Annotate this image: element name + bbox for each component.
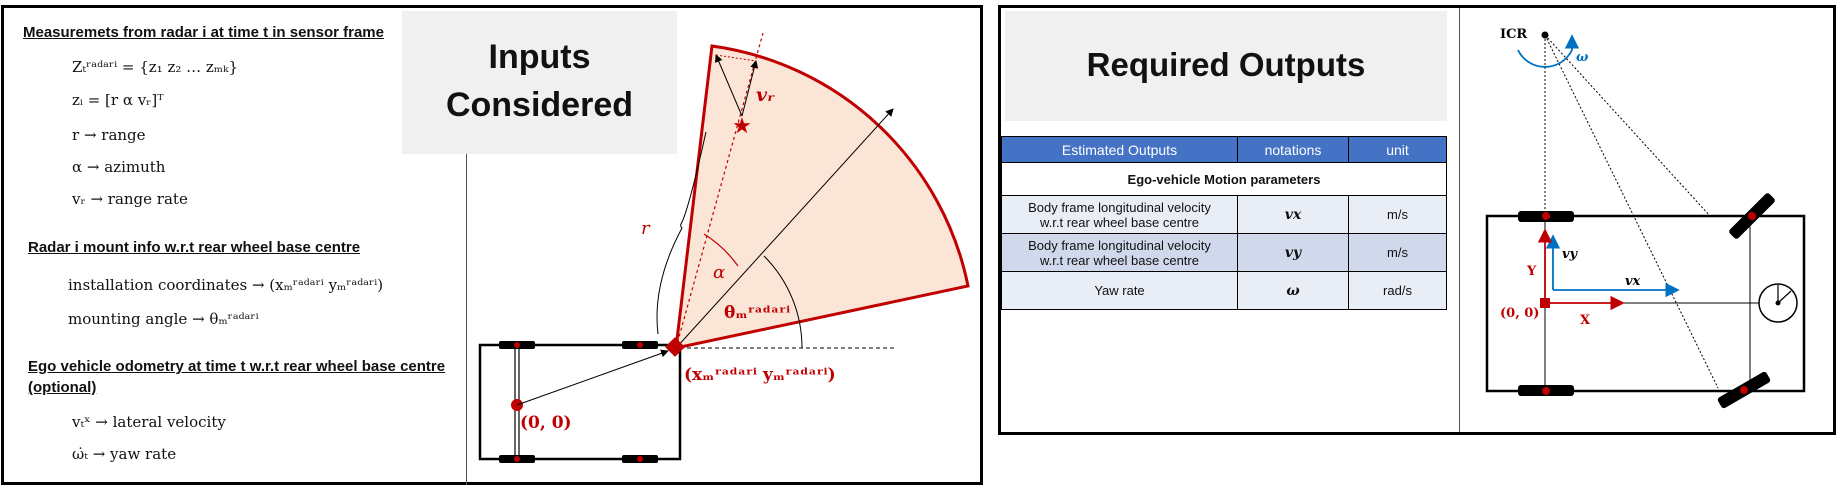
target-velocity-vector (715, 54, 743, 117)
y-axis-label: Y (1526, 264, 1537, 279)
mount-info-header: Radar i mount info w.r.t rear wheel base… (28, 239, 361, 256)
output-notation: vx (1237, 195, 1349, 234)
inputs-title-box: Inputs Considered (402, 11, 677, 154)
alpha-arc (703, 233, 739, 267)
output-description: Body frame longitudinal velocity w.r.t r… (1001, 233, 1238, 272)
output-unit: m/s (1348, 195, 1447, 234)
table-row: Yaw rate ω rad/s (1001, 271, 1447, 310)
output-description: Yaw rate (1001, 271, 1238, 310)
wheel-rear-bottom (499, 455, 535, 463)
wheel-front-bottom (1717, 371, 1771, 409)
wheel-rear-bottom (1518, 385, 1574, 396)
inputs-title-line1: Inputs (488, 38, 591, 76)
boresight-arrow (675, 108, 894, 349)
vehicle-body (478, 343, 682, 461)
range-brace (656, 131, 707, 335)
radial-velocity-vector (741, 60, 759, 117)
origin-label: (0, 0) (520, 413, 572, 433)
output-description-line2: w.r.t rear wheel base centre (1040, 252, 1199, 268)
radar-coord-label: (xₘʳᵃᵈᵃʳⁱ yₘʳᵃᵈᵃʳⁱ) (684, 365, 836, 385)
icr-label: ICR (1500, 27, 1527, 42)
omega-arc (1517, 34, 1580, 68)
z-set-formula: Zₜʳᵃᵈᵃʳⁱ = {z₁ z₂ … zₘₖ} (72, 58, 239, 76)
kinematics-diagram: ICR ω vy vx Y X (0, 0) (1485, 27, 1806, 409)
outputs-divider (1459, 8, 1460, 432)
target-star: ★ (732, 114, 752, 139)
origin-label: (0, 0) (1500, 306, 1539, 321)
inputs-panel: Measuremets from radar i at time t in se… (1, 5, 983, 485)
velocity-projection (715, 54, 757, 62)
lateral-velocity-definition: vₜˣ → lateral velocity (72, 413, 226, 431)
x-axis-label: X (1580, 313, 1591, 328)
wheel-front-top (622, 341, 658, 349)
output-description-line1: Body frame longitudinal velocity (1028, 199, 1211, 215)
measurements-header: Measuremets from radar i at time t in se… (23, 24, 384, 41)
alpha-label: α (713, 262, 725, 283)
table-header-row: Estimated Outputs notations unit (1001, 136, 1447, 163)
range-rate-label: vᵣ (756, 84, 775, 106)
origin-marker (1540, 298, 1550, 308)
range-label: r (641, 218, 651, 239)
header-estimated-outputs: Estimated Outputs (1001, 136, 1238, 163)
theta-label: θₘʳᵃᵈᵃʳⁱ (724, 303, 790, 323)
group-label: Ego-vehicle Motion parameters (1001, 162, 1447, 196)
range-rate-definition: vᵣ → range rate (72, 190, 188, 208)
wheel-front-bottom (622, 455, 658, 463)
detection-ray (675, 32, 764, 349)
table-row: Body frame longitudinal velocity w.r.t r… (1001, 195, 1447, 234)
odometry-header: Ego vehicle odometry at time t w.r.t rea… (28, 358, 446, 375)
odometry-optional: (optional) (28, 379, 97, 396)
radar-geometry-diagram: ★ (0, 0) (xₘʳᵃᵈᵃʳⁱ yₘʳᵃᵈᵃʳⁱ) r α vᵣ θₘʳᵃ… (478, 32, 970, 463)
output-unit: rad/s (1348, 271, 1447, 310)
table-row: Body frame longitudinal velocity w.r.t r… (1001, 233, 1447, 272)
group-row: Ego-vehicle Motion parameters (1001, 162, 1447, 196)
output-notation: ω (1237, 271, 1349, 310)
header-unit: unit (1348, 136, 1447, 163)
mount-position-vector (516, 349, 669, 406)
range-definition: r → range (72, 126, 146, 144)
outputs-title: Required Outputs (1086, 46, 1366, 83)
outputs-panel: Required Outputs Estimated Outputs notat… (998, 5, 1836, 435)
outputs-title-box: Required Outputs (1005, 11, 1447, 121)
section-divider (466, 153, 467, 485)
vy-label: vy (1562, 247, 1579, 262)
output-description-line1: Body frame longitudinal velocity (1028, 237, 1211, 253)
omega-label: ω (1576, 50, 1589, 65)
output-unit: m/s (1348, 233, 1447, 272)
output-description-line2: w.r.t rear wheel base centre (1040, 214, 1199, 230)
inputs-title-line2: Considered (445, 86, 634, 124)
wheel-rear-top (499, 341, 535, 349)
output-description-line1: Yaw rate (1094, 283, 1145, 298)
theta-arc (763, 255, 803, 349)
wheel-rear-top (1518, 211, 1574, 222)
vehicle-body (1485, 214, 1806, 393)
vx-label: vx (1625, 274, 1641, 289)
yaw-rate-definition: ω̇ₜ → yaw rate (72, 445, 177, 463)
azimuth-definition: α → azimuth (72, 158, 166, 176)
radar-sensor-marker (665, 337, 685, 357)
installation-coordinates: installation coordinates → (xₘʳᵃᵈᵃʳⁱ yₘʳ… (68, 276, 384, 294)
outputs-table: Estimated Outputs notations unit Ego-veh… (1001, 136, 1447, 310)
header-notations: notations (1237, 136, 1349, 163)
z-i-formula: zᵢ = [r α vᵣ]ᵀ (72, 91, 164, 109)
wheel-front-top (1729, 193, 1775, 239)
icr-line-front-bottom (1544, 34, 1719, 389)
output-description: Body frame longitudinal velocity w.r.t r… (1001, 195, 1238, 234)
output-notation: vy (1237, 233, 1349, 272)
mounting-angle: mounting angle → θₘʳᵃᵈᵃʳⁱ (68, 310, 259, 328)
icr-line-front-top (1544, 34, 1711, 217)
radar-fov-sector (674, 44, 970, 350)
